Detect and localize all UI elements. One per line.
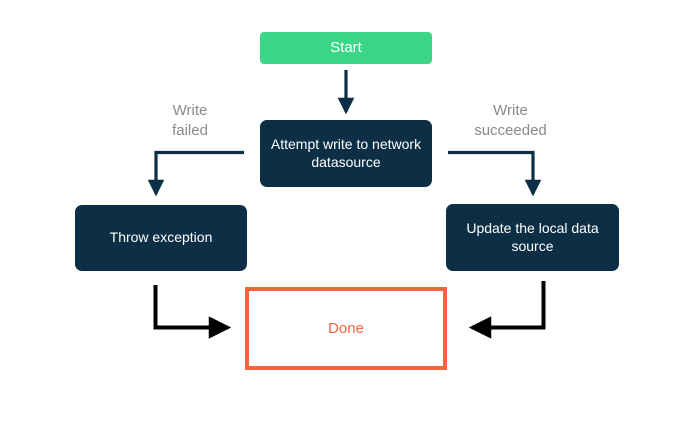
- node-update-local-data-source-label: Update the local data source: [466, 219, 599, 254]
- node-done-label: Done: [328, 319, 364, 337]
- connector-throw-to-done: [153, 285, 232, 339]
- node-update-local-data-source[interactable]: Update the local data source: [446, 204, 619, 271]
- connector-attempt-to-update: [448, 150, 542, 197]
- node-attempt-write-label: Attempt write to network datasource: [270, 135, 422, 170]
- node-attempt-write[interactable]: Attempt write to network datasource: [260, 120, 432, 187]
- node-done[interactable]: Done: [245, 287, 447, 370]
- connector-attempt-to-throw: [147, 150, 244, 197]
- edge-label-write-failed: Write failed: [172, 102, 208, 139]
- node-start[interactable]: Start: [260, 32, 432, 64]
- node-start-label: Start: [330, 39, 362, 57]
- connector-update-to-done: [468, 281, 546, 339]
- node-throw-exception-label: Throw exception: [109, 229, 213, 246]
- edge-label-write-succeeded: Write succeeded: [474, 102, 547, 139]
- node-throw-exception[interactable]: Throw exception: [75, 205, 247, 271]
